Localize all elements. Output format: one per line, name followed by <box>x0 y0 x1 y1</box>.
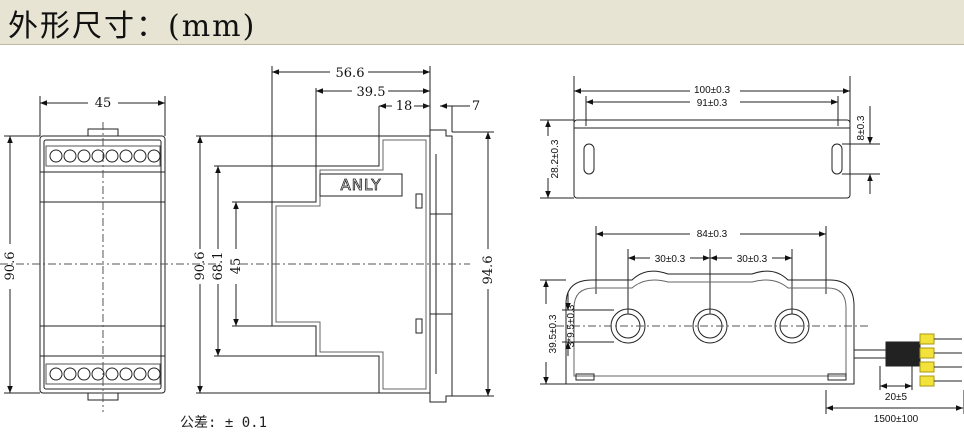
front-width-label: 45 <box>95 96 112 111</box>
front-view <box>4 96 166 401</box>
terminal-row-top <box>49 149 161 163</box>
side-height-left-label: 90.6 <box>193 252 208 281</box>
sensor-top-view <box>540 76 880 199</box>
terminal-row-bottom <box>49 367 161 381</box>
wire-terminals <box>919 333 962 387</box>
sensor-hole-dia-label: 3*9.5±0.3 <box>566 304 577 347</box>
title-bar: 外形尺寸：(mm) <box>0 0 964 45</box>
sensor-front-view <box>540 226 964 414</box>
sensor-slot-label: 8±0.3 <box>856 115 867 140</box>
dimension-drawing: 45 90.6 56.6 39.5 18 7 90.6 68.1 45 94.6… <box>0 66 964 425</box>
front-height-label: 90.6 <box>3 252 18 281</box>
brand-logo: ANLY <box>340 176 381 194</box>
sensor-front-height-label: 39.5±0.3 <box>548 314 559 353</box>
side-view <box>196 66 494 403</box>
sensor-pitch-left-label: 30±0.3 <box>655 254 686 265</box>
page-title: 外形尺寸：(mm) <box>8 9 257 44</box>
tolerance-note: 公差: ± 0.1 <box>180 415 268 431</box>
sensor-hole-span-label: 84±0.3 <box>697 229 728 240</box>
side-depth-mid-label: 39.5 <box>357 85 386 100</box>
center-lines <box>0 122 870 412</box>
cable-length-label: 1500±100 <box>874 414 919 425</box>
side-height-core-label: 45 <box>229 258 244 275</box>
side-clip-label: 7 <box>472 99 480 114</box>
cable-strip-label: 20±5 <box>885 392 908 403</box>
side-height-right-label: 94.6 <box>481 256 496 285</box>
side-height-inner-label: 68.1 <box>211 252 226 281</box>
side-step-label: 18 <box>396 99 413 114</box>
side-depth-total-label: 56.6 <box>336 66 365 81</box>
sensor-inner-length-label: 91±0.3 <box>697 98 728 109</box>
sensor-height-label: 28.2±0.3 <box>550 139 561 178</box>
sensor-pitch-right-label: 30±0.3 <box>737 254 768 265</box>
sensor-length-label: 100±0.3 <box>694 85 731 96</box>
